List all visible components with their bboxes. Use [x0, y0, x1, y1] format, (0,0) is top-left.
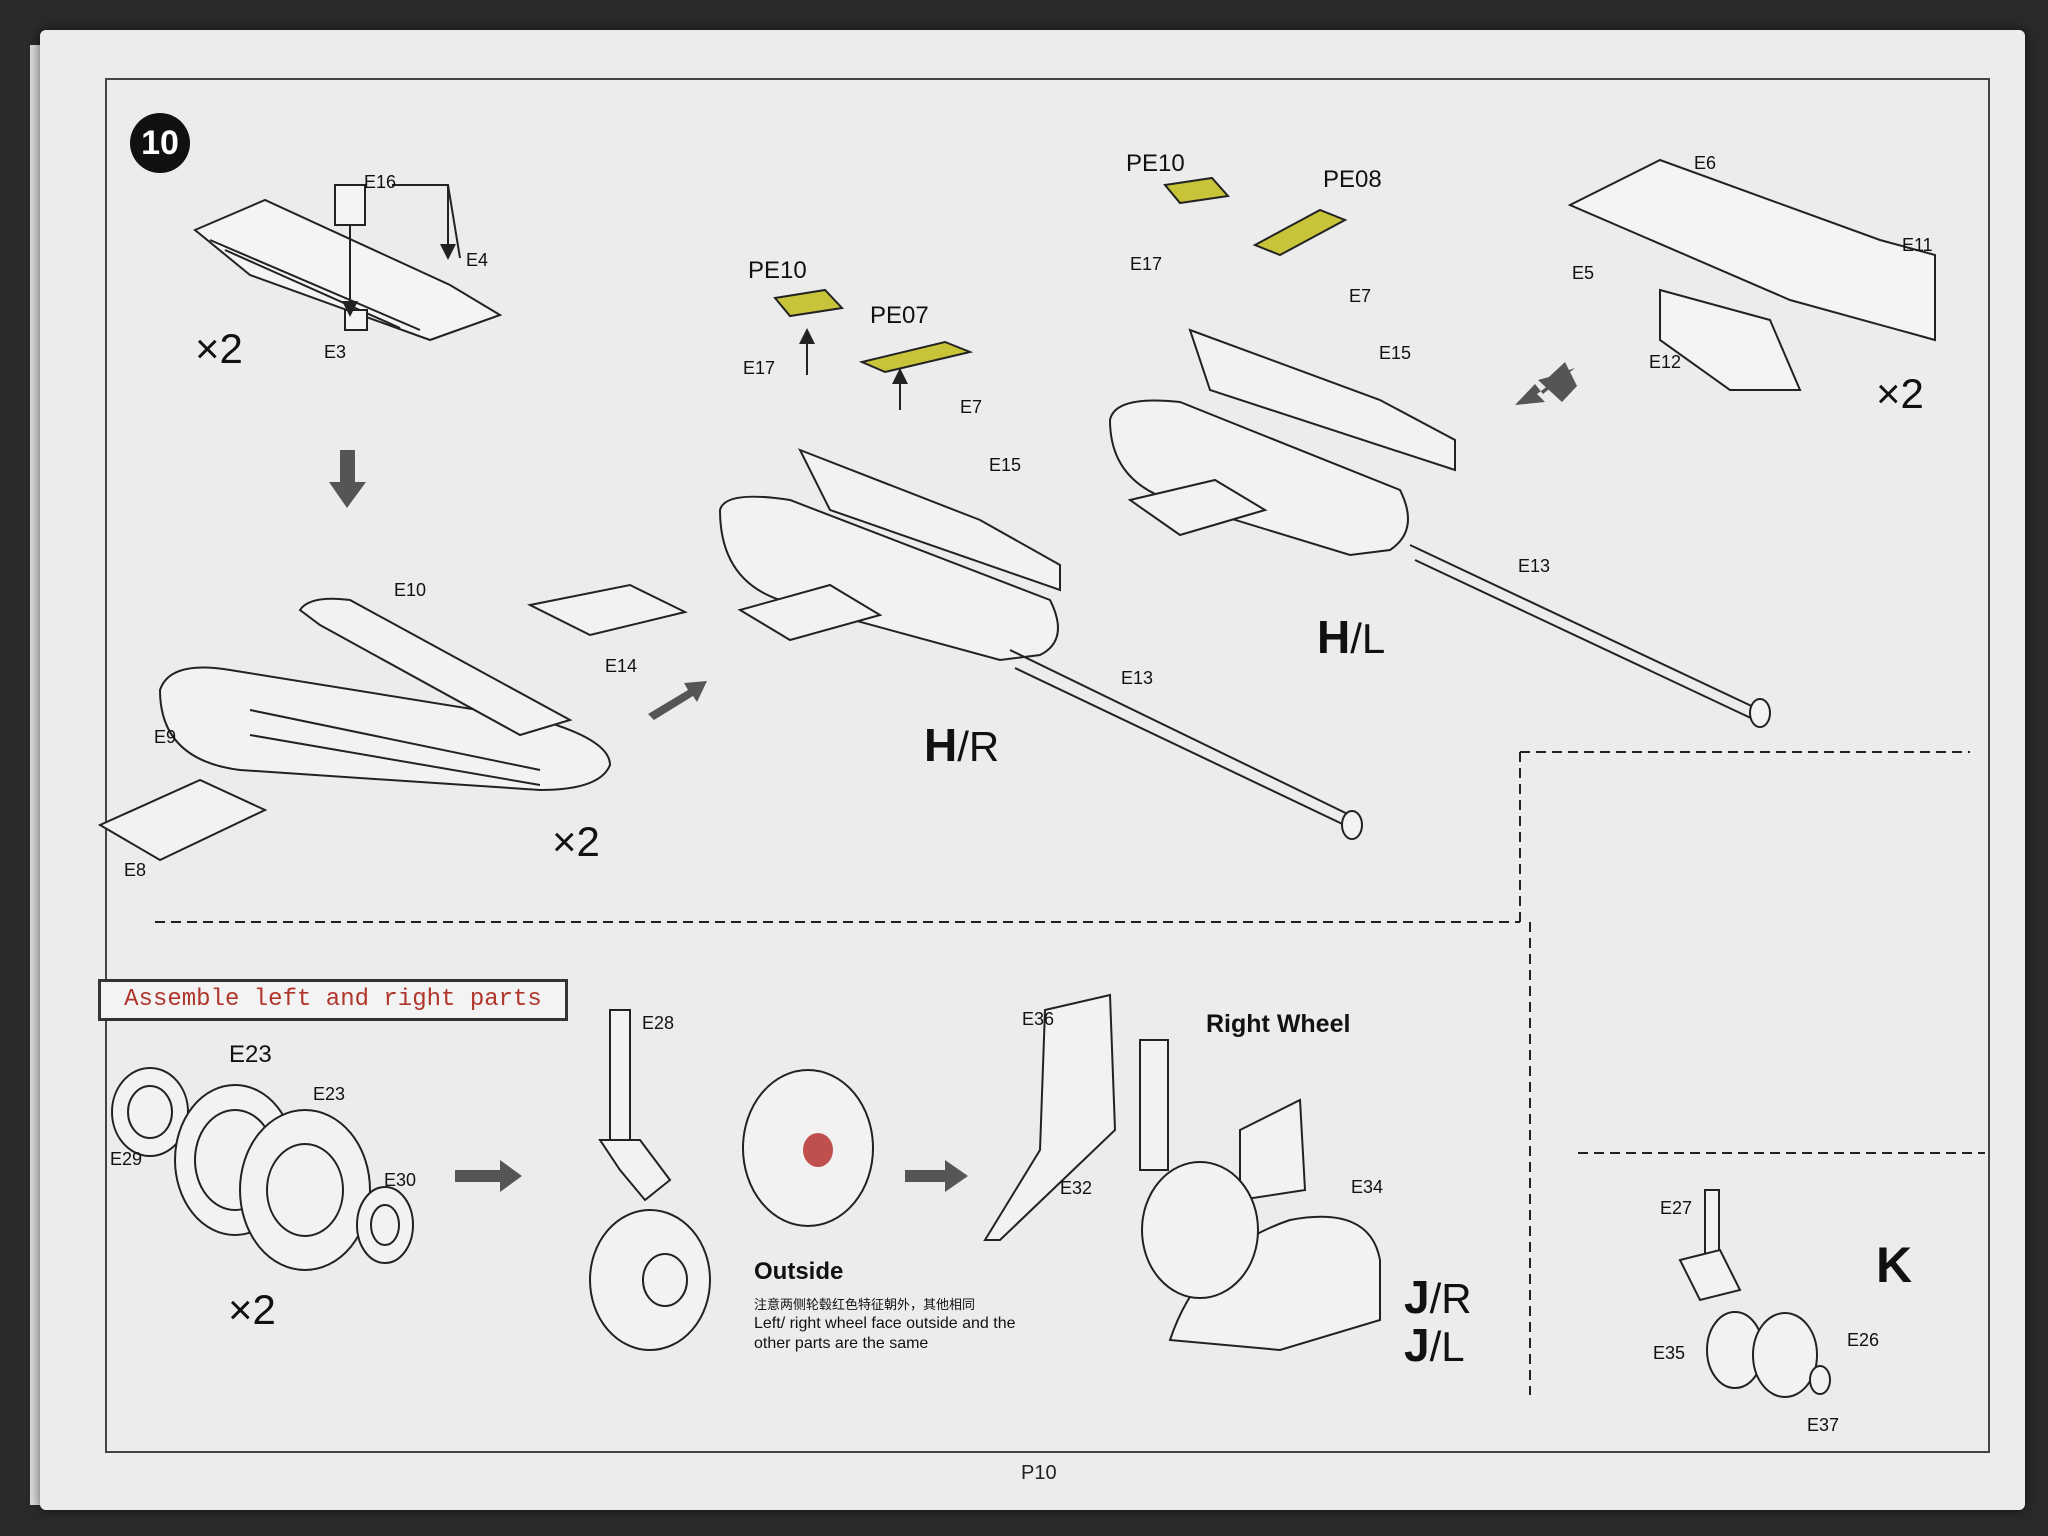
step-arrow [455, 1160, 522, 1192]
gun-pod-right [718, 448, 1061, 662]
step-arrow [905, 1160, 968, 1192]
gun-barrel [1009, 649, 1361, 831]
step-frame [105, 78, 1990, 1453]
step-arrow [1515, 368, 1575, 405]
part-label-e6: E6 [1694, 153, 1717, 173]
gun-pod-body [158, 597, 612, 792]
part-label-e11: E11 [1902, 235, 1933, 255]
part-label-pe10: PE10 [1126, 150, 1185, 177]
part-label-e26: E26 [1847, 1330, 1880, 1350]
part-label-e34: E34 [1351, 1177, 1384, 1197]
wheel-bay-fairing [983, 993, 1381, 1352]
wheel-outside-view [742, 1069, 874, 1227]
part-label-e4: E4 [466, 250, 489, 270]
photo-etch-part [1163, 176, 1348, 257]
gun-pod-left [1108, 328, 1456, 557]
section-divider [1519, 751, 1970, 922]
step-number-badge: 10 [130, 113, 190, 173]
part-label-e13: E13 [1518, 556, 1551, 576]
part-label-e36: E36 [1022, 1009, 1055, 1029]
part-label-e5: E5 [1572, 263, 1595, 283]
photo-etch-part [773, 288, 974, 374]
step-arrow [648, 681, 707, 720]
variant-mark-j-left: J/L [1404, 1319, 1465, 1371]
quantity-multiplier: ×2 [552, 818, 600, 865]
outside-note-chinese: 注意两侧轮毂红色特征朝外，其他相同 [754, 1298, 976, 1313]
wheel-parts [111, 1067, 414, 1271]
variant-mark-k: K [1876, 1237, 1913, 1293]
quantity-multiplier: ×2 [228, 1286, 276, 1333]
part-label-e17: E17 [743, 358, 776, 378]
gun-rail-part [1567, 158, 1936, 391]
outside-note-english: Left/ right wheel face outside and the o… [754, 1315, 1016, 1352]
variant-mark-h-left: H/L [1317, 611, 1386, 663]
assemble-note-box: Assemble left and right parts [98, 979, 568, 1021]
page-number: P10 [1021, 1462, 1057, 1484]
gun-rail-part [193, 184, 503, 342]
part-label-pe07: PE07 [870, 302, 929, 329]
outside-heading: Outside [754, 1258, 844, 1285]
part-label-e23: E23 [229, 1041, 272, 1068]
part-label-e13: E13 [1121, 668, 1154, 688]
right-wheel-heading: Right Wheel [1206, 1010, 1351, 1038]
part-label-e29: E29 [110, 1149, 143, 1169]
part-label-e3: E3 [324, 342, 347, 362]
part-label-e14: E14 [605, 656, 638, 676]
variant-mark-h-right: H/R [924, 719, 1000, 771]
part-label-e9: E9 [154, 727, 177, 747]
quantity-multiplier: ×2 [1876, 370, 1924, 417]
part-label-e10: E10 [394, 580, 427, 600]
tail-wheel-assembly [1678, 1189, 1831, 1398]
part-label-e15: E15 [1379, 343, 1412, 363]
part-label-e15: E15 [989, 455, 1022, 475]
part-label-e8: E8 [124, 860, 147, 880]
step-arrow [329, 450, 366, 508]
part-label-e28: E28 [642, 1013, 675, 1033]
muzzle [1749, 698, 1771, 728]
quantity-multiplier: ×2 [195, 325, 243, 372]
part-label-e37: E37 [1807, 1415, 1840, 1435]
gun-barrel [1409, 544, 1761, 721]
variant-mark-j-right: J/R [1404, 1271, 1472, 1323]
part-label-e32: E32 [1060, 1178, 1093, 1198]
part-label-e23: E23 [313, 1084, 346, 1104]
part-label-e17: E17 [1130, 254, 1163, 274]
part-label-pe08: PE08 [1323, 166, 1382, 193]
landing-gear-strut [589, 1009, 711, 1351]
access-panel [97, 583, 688, 862]
part-label-e35: E35 [1653, 1343, 1686, 1363]
part-label-e7: E7 [1349, 286, 1372, 306]
leader-line [392, 184, 461, 259]
muzzle [1341, 810, 1363, 840]
part-label-e16: E16 [364, 172, 397, 192]
part-label-e7: E7 [960, 397, 983, 417]
part-label-e12: E12 [1649, 352, 1682, 372]
part-label-pe10: PE10 [748, 257, 807, 284]
part-label-e27: E27 [1660, 1198, 1693, 1218]
part-label-e30: E30 [384, 1170, 417, 1190]
